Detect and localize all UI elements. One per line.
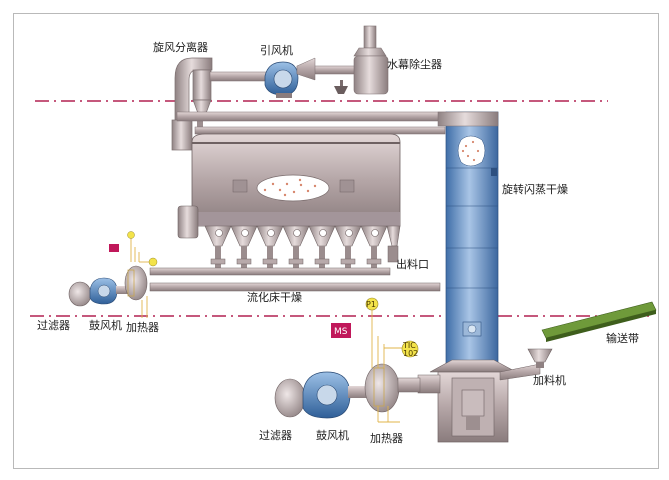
water-curtain-dust-collector bbox=[334, 25, 389, 95]
fluid-bed-label: 流化床干燥 bbox=[247, 290, 302, 304]
ms-tag: MS bbox=[334, 327, 348, 337]
bottom-tic-gauge bbox=[401, 340, 419, 358]
fluid-bed-air-header bbox=[149, 267, 391, 276]
spin-flash-label: 旋转闪蒸干燥 bbox=[502, 182, 568, 196]
bottom-filter bbox=[274, 378, 306, 418]
fluid-bed-discharge bbox=[387, 245, 399, 263]
spin-flash-tower bbox=[445, 111, 499, 375]
bottom-pressure-gauge bbox=[365, 297, 379, 311]
left-blower bbox=[89, 277, 118, 305]
p1-tag: P1 bbox=[366, 300, 376, 309]
cyclone-fan-duct bbox=[209, 71, 269, 82]
recycle-duct bbox=[176, 111, 448, 122]
fluid-bed-return-duct bbox=[149, 282, 441, 292]
bottom-ms-box bbox=[331, 323, 351, 338]
water-dust-label: 水幕除尘器 bbox=[387, 57, 442, 71]
blower-left-label: 鼓风机 bbox=[89, 318, 122, 332]
blower-heater-duct-left bbox=[116, 286, 128, 294]
heater-bottom-label: 加热器 bbox=[370, 432, 403, 445]
feeder bbox=[499, 348, 553, 381]
left-pressure-gauge bbox=[127, 231, 135, 239]
heater-left-label: 加热器 bbox=[126, 321, 159, 334]
tower-top-cap bbox=[437, 111, 499, 127]
fan-cone bbox=[296, 57, 316, 81]
left-instrument-lines bbox=[130, 238, 152, 318]
feeder-label: 加料机 bbox=[533, 373, 566, 387]
tower-base bbox=[429, 359, 517, 443]
heater-tower-duct bbox=[397, 377, 421, 393]
tic-tag-top: TIC bbox=[402, 341, 416, 350]
induced-fan-label: 引风机 bbox=[260, 43, 293, 57]
left-filter bbox=[68, 281, 92, 307]
filter-left-label: 过滤器 bbox=[37, 319, 70, 332]
bottom-blower bbox=[302, 371, 351, 419]
bottom-heater bbox=[364, 363, 400, 413]
outlet-label: 出料口 bbox=[396, 257, 429, 271]
left-ms-box bbox=[109, 244, 119, 252]
blower-bottom-label: 鼓风机 bbox=[316, 428, 349, 442]
induced-draft-fan bbox=[264, 61, 299, 98]
left-heater bbox=[124, 265, 148, 301]
tower-inlet-duct bbox=[417, 374, 441, 394]
filter-bottom-label: 过滤器 bbox=[259, 429, 292, 442]
fluid-bed-hoppers bbox=[204, 225, 401, 268]
tower-top-duct bbox=[194, 126, 446, 135]
fluid-bed-dryer bbox=[177, 133, 401, 239]
blower-heater-duct-bottom bbox=[348, 386, 368, 398]
cyclone-label: 旋风分离器 bbox=[153, 40, 208, 54]
tic-tag-bottom: 102 bbox=[403, 349, 418, 358]
bottom-instrument-lines bbox=[371, 310, 404, 423]
conveyor-label: 输送带 bbox=[606, 331, 639, 345]
left-tic-gauge bbox=[148, 257, 158, 267]
conveyor-belt bbox=[541, 301, 657, 342]
